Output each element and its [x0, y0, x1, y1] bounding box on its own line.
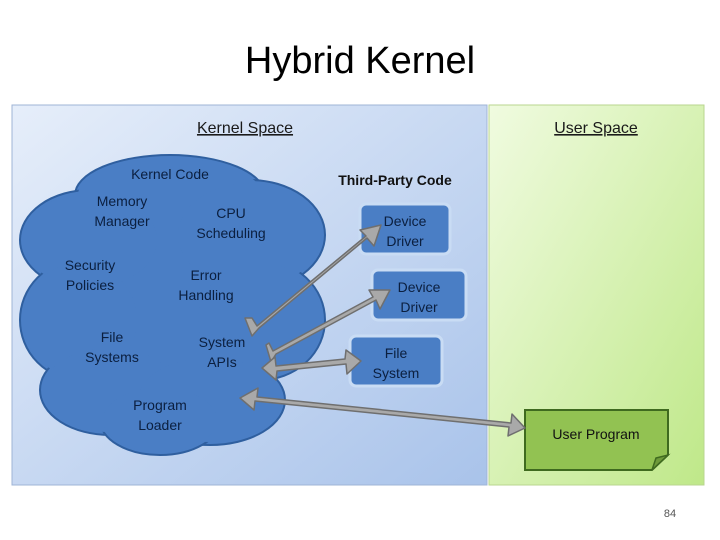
file-system-line: File [385, 345, 408, 361]
cpu-scheduling-label: CPU Scheduling [196, 205, 265, 241]
kernel-space-label: Kernel Space [197, 120, 293, 137]
arrow-apis-to-file-system [261, 349, 362, 381]
device-driver-1-line-2: Driver [386, 233, 424, 249]
third-party-code-label: Third-Party Code [338, 172, 452, 188]
page-title: Hybrid Kernel [244, 40, 476, 82]
file-systems-line-2: Systems [85, 349, 139, 365]
arrow-loader-to-user-program [239, 387, 526, 437]
security-policies-line: Security [65, 257, 116, 273]
cpu-scheduling-line-2: Scheduling [196, 225, 265, 241]
user-program-fold [651, 453, 671, 471]
page-number: 84 [663, 508, 677, 520]
error-handling-line-2: Handling [178, 287, 233, 303]
arrows [239, 224, 526, 437]
device-driver-box-1 [358, 202, 452, 256]
program-loader-line-2: Loader [138, 417, 182, 433]
user-space-label: User Space [554, 120, 638, 137]
error-handling-line: Error [190, 267, 221, 283]
system-apis-line: System [199, 334, 246, 350]
program-loader-line: Program [133, 397, 187, 413]
driver-boxes [348, 202, 468, 388]
device-driver-2-line-2: Driver [400, 299, 438, 315]
kernel-code-label: Kernel Code [131, 166, 209, 182]
device-driver-2-line: Device [398, 279, 441, 295]
system-apis-line-2: APIs [207, 354, 237, 370]
user-program-label: User Program [552, 426, 639, 442]
file-system-line-2: System [373, 365, 420, 381]
memory-manager-line: Memory [97, 193, 148, 209]
arrow-apis-to-device-driver [244, 224, 382, 337]
device-driver-1-line: Device [384, 213, 427, 229]
memory-manager-line-2: Manager [94, 213, 150, 229]
cpu-scheduling-line: CPU [216, 205, 246, 221]
file-systems-line: File [101, 329, 124, 345]
security-policies-line-2: Policies [66, 277, 114, 293]
